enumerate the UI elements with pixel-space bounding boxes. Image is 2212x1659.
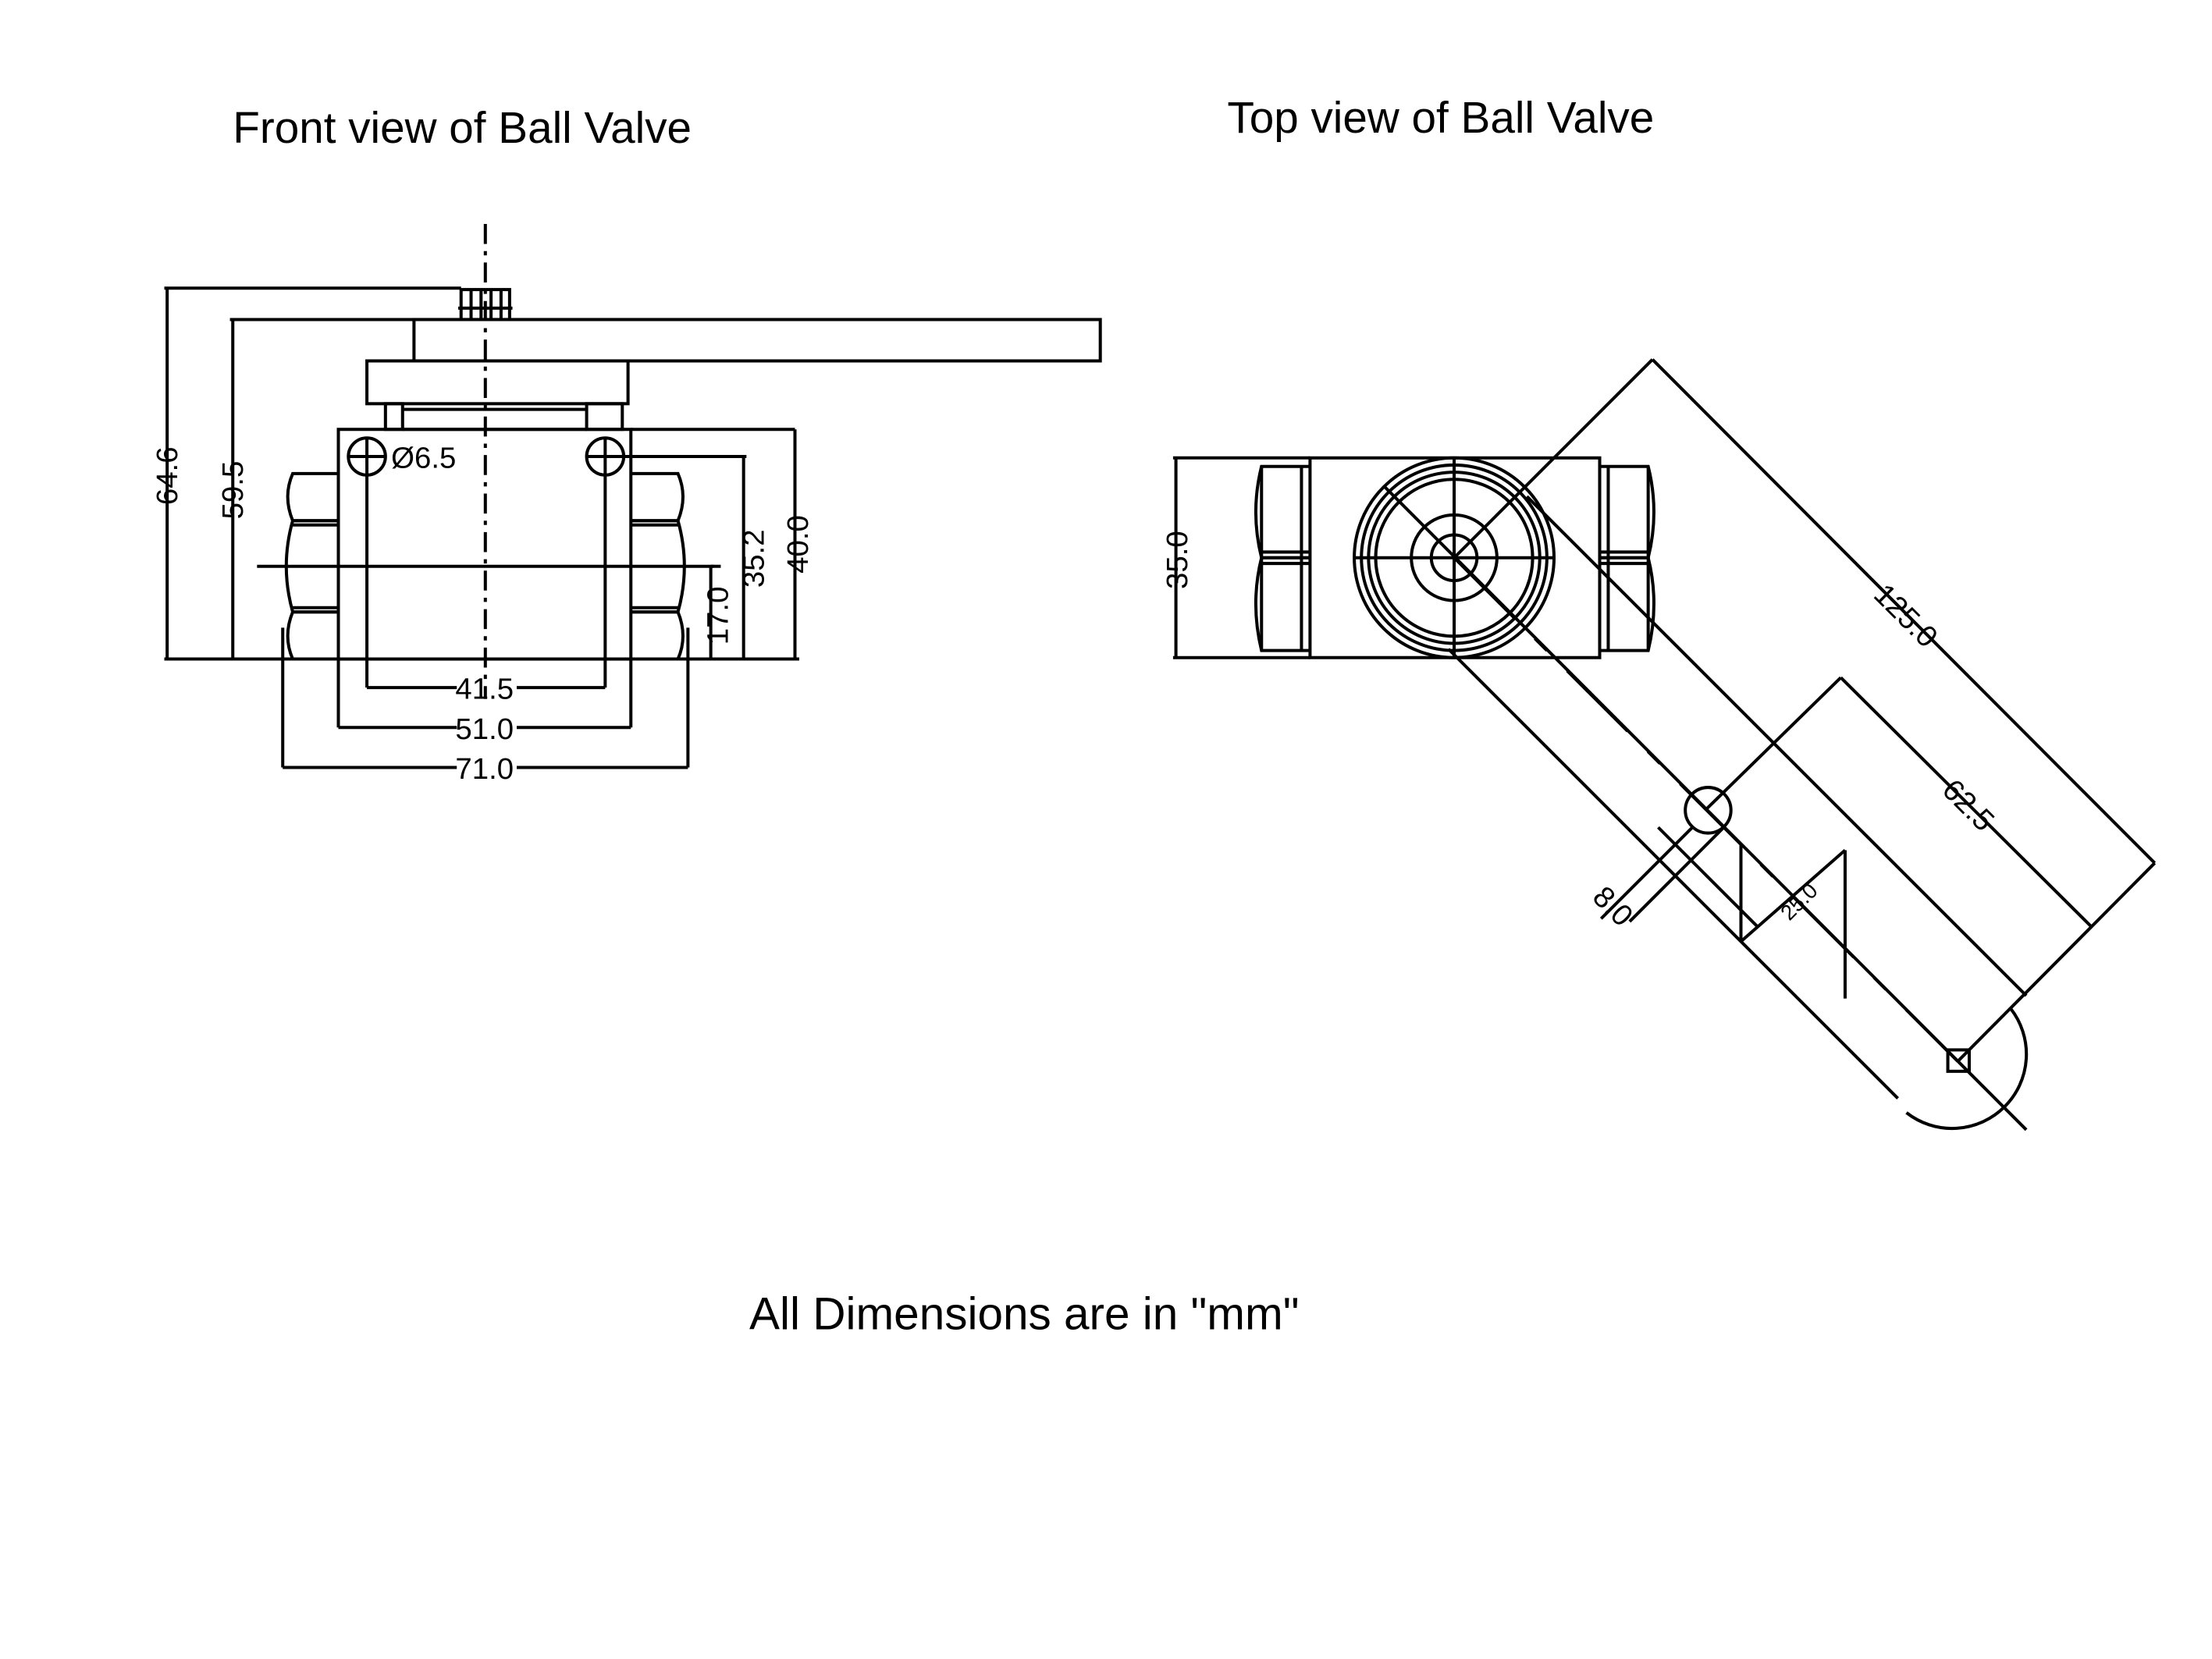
- dim-body-height: 40.0: [781, 515, 815, 574]
- handle-end-arc: [1905, 1007, 2029, 1131]
- handle-edge-b: [1525, 495, 2028, 997]
- dim-top-body-height: 35.0: [1161, 531, 1194, 589]
- handle-hole: [1684, 786, 1733, 835]
- dim-handle-length: 125.0: [1867, 577, 1944, 654]
- units-note: All Dimensions are in "mm": [749, 1289, 1300, 1340]
- dim-hole-diameter: Ø6.5: [391, 442, 456, 475]
- handle-lever: [412, 318, 1102, 363]
- dim-overall-height: 64.6: [151, 446, 184, 505]
- front-view-title: Front view of Ball Valve: [233, 104, 692, 153]
- dim-handle-height: 59.5: [216, 461, 250, 520]
- dim-center-height: 17.0: [702, 587, 735, 645]
- top-view-title: Top view of Ball Valve: [1227, 94, 1654, 143]
- left-hex-top: [286, 471, 339, 523]
- dim-body-width: 51.0: [455, 712, 514, 746]
- dim-hole-spacing: 41.5: [455, 673, 514, 706]
- top-view: 35.0 125.0 62.5 25.0 8.0: [1161, 358, 2157, 1131]
- handle-end-square: [1946, 1048, 1971, 1073]
- dim-hole-height: 35.2: [737, 529, 770, 588]
- dim-overall-width: 71.0: [455, 752, 514, 786]
- right-hex-top: [631, 471, 685, 523]
- bonnet: [365, 359, 630, 406]
- front-view: 64.6 59.5 Ø6.5 35.2 40.0 17.0 41.5 51.0 …: [151, 224, 1102, 786]
